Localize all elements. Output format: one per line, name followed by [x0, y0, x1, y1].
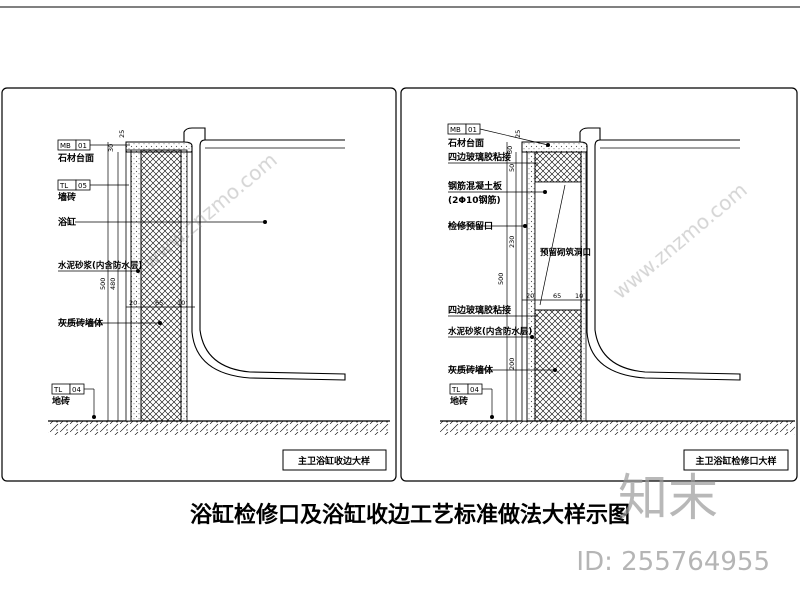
- left-mortar-layer: [130, 149, 142, 422]
- left-leader-mortar-dot: [136, 269, 140, 273]
- right-tag-floor-tile-label: 地砖: [450, 395, 468, 407]
- drawing-caption: 浴缸检修口及浴缸收边工艺标准做法大样示图: [190, 502, 630, 528]
- right-wall-tile: [521, 151, 528, 422]
- watermark-url-right: www.znzmo.com: [608, 178, 752, 304]
- right-reserved-opening: [534, 181, 582, 311]
- left-dim-10: 10: [177, 299, 185, 307]
- right-label-reserved-hole: 预留砌筑洞口: [540, 247, 591, 258]
- right-dim-200: 200: [508, 358, 516, 370]
- right-tag-countertop: MB 01 石材台面: [447, 123, 550, 149]
- left-panel-frame: [1, 87, 397, 482]
- right-dim-500: 500: [497, 273, 505, 285]
- right-dim-65: 65: [553, 292, 561, 300]
- right-upper-brick: [534, 151, 582, 183]
- right-leader-slab-dot: [543, 190, 547, 194]
- right-panel-frame: [400, 87, 798, 482]
- right-tag-countertop-num: 01: [468, 126, 477, 134]
- right-title: 主卫浴缸检修口大样: [695, 455, 776, 467]
- left-tag-floor-tile-num: 04: [72, 386, 81, 394]
- left-dim-65: 65: [155, 299, 163, 307]
- left-tag-floor-tile-label: 地砖: [52, 395, 70, 407]
- right-mortar-layer: [526, 151, 536, 422]
- left-dim-20: 20: [129, 299, 137, 307]
- left-leader-brick-dot: [158, 321, 162, 325]
- right-dim-25: 25: [514, 130, 522, 138]
- left-tag-wall-tile-num: 05: [78, 182, 87, 190]
- right-leader-mortar-dot: [530, 335, 534, 339]
- left-floor-ground: [48, 421, 390, 435]
- left-title-box: [282, 449, 387, 471]
- left-label-bathtub: 浴缸: [58, 216, 76, 228]
- right-label-glue-bottom: 四边玻璃胶粘接: [448, 304, 511, 316]
- right-tag-floor-tile-code: TL: [451, 386, 460, 394]
- right-title-box: [683, 449, 789, 471]
- right-label-mortar: 水泥砂浆(内含防水层): [447, 326, 532, 337]
- left-wall-side-strip: [180, 149, 188, 422]
- right-label-glue-top: 四边玻璃胶粘接: [448, 151, 511, 163]
- right-dim-20: 20: [526, 292, 534, 300]
- right-stone-countertop: [521, 141, 589, 153]
- left-tag-countertop-label: 石材台面: [57, 152, 94, 164]
- left-dim-500: 500: [99, 278, 107, 290]
- left-tag-wall-tile-label: 墙砖: [58, 191, 76, 203]
- left-tag-wall-tile-code: TL: [59, 182, 68, 190]
- right-dim-10: 10: [575, 292, 583, 300]
- watermark-group: www.znzmo.com www.znzmo.com: [138, 148, 752, 304]
- right-tag-countertop-code: MB: [450, 126, 461, 134]
- left-title: 主卫浴缸收边大样: [298, 455, 370, 467]
- left-tag-countertop-code: MB: [60, 142, 71, 150]
- right-bathtub-shell: [579, 127, 741, 381]
- right-tag-countertop-label: 石材台面: [447, 137, 484, 149]
- left-dim-30: 30: [107, 144, 115, 152]
- right-floor-ground: [440, 421, 795, 435]
- right-dim-30: 30: [506, 146, 514, 154]
- watermark-id: ID: 255764955: [576, 547, 770, 577]
- right-label-rebar: (2Φ10钢筋): [448, 194, 501, 206]
- left-tag-countertop-num: 01: [78, 142, 87, 150]
- right-tag-floor-tile: TL 04 地砖: [449, 383, 494, 419]
- left-leader-bathtub-dot: [263, 220, 267, 224]
- left-tag-countertop: MB 01 石材台面: [57, 139, 130, 164]
- left-tag-floor-tile-code: TL: [53, 386, 62, 394]
- watermark-logo: 知末: [618, 469, 718, 527]
- right-tag-floor-tile-num: 04: [470, 386, 479, 394]
- left-detail-panel: MB 01 石材台面 TL 05 墙砖 浴缸 水泥砂浆(内含防水层) 灰质砖墙体…: [1, 87, 397, 482]
- right-opening-diagonal: [539, 184, 566, 306]
- right-dim-230: 230: [508, 236, 516, 248]
- left-brick-wall: [140, 149, 182, 422]
- left-wall-tile: [125, 149, 132, 422]
- left-bathtub-shell: [183, 127, 346, 381]
- left-dim-25: 25: [118, 130, 126, 138]
- left-label-mortar: 水泥砂浆(内含防水层): [57, 260, 142, 271]
- left-tag-wall-tile: TL 05 墙砖: [57, 179, 129, 203]
- right-wall-side-strip: [580, 151, 587, 422]
- left-tag-floor-tile: TL 04 地砖: [51, 383, 96, 419]
- right-leader-brick-dot: [553, 368, 557, 372]
- right-label-slab: 钢筋混凝土板: [448, 180, 503, 192]
- left-stone-countertop: [125, 141, 193, 153]
- right-detail-panel: MB 01 石材台面 四边玻璃胶粘接 钢筋混凝土板 (2Φ10钢筋) 检修预留口…: [400, 87, 798, 482]
- right-dim-50: 50: [508, 164, 516, 172]
- left-dim-480: 480: [109, 278, 117, 290]
- right-lower-brick: [534, 309, 582, 422]
- right-leader-opening-dot: [523, 224, 527, 228]
